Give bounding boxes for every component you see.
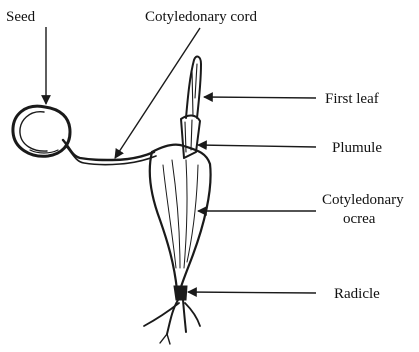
plumule-pointer — [198, 145, 316, 147]
radicle-shape — [144, 286, 200, 344]
label-cotyledonary-ocrea-line2: ocrea — [343, 211, 376, 227]
label-plumule: Plumule — [332, 140, 382, 156]
label-first-leaf: First leaf — [325, 91, 379, 107]
label-cotyledonary-cord: Cotyledonary cord — [145, 9, 258, 25]
first-leaf-pointer — [204, 97, 316, 98]
cotyledonary-cord-pointer — [115, 28, 200, 158]
cotyledonary-cord-shape — [63, 140, 156, 165]
label-radicle: Radicle — [334, 286, 380, 302]
seedling-illustration — [13, 57, 211, 344]
seed-shape — [13, 106, 70, 156]
label-cotyledonary-ocrea-line1: Cotyledonary — [322, 192, 404, 208]
cotyledonary-ocrea-shape — [150, 145, 211, 290]
first-leaf-shape — [186, 57, 201, 118]
radicle-pointer — [188, 292, 316, 293]
label-seed: Seed — [6, 9, 36, 25]
